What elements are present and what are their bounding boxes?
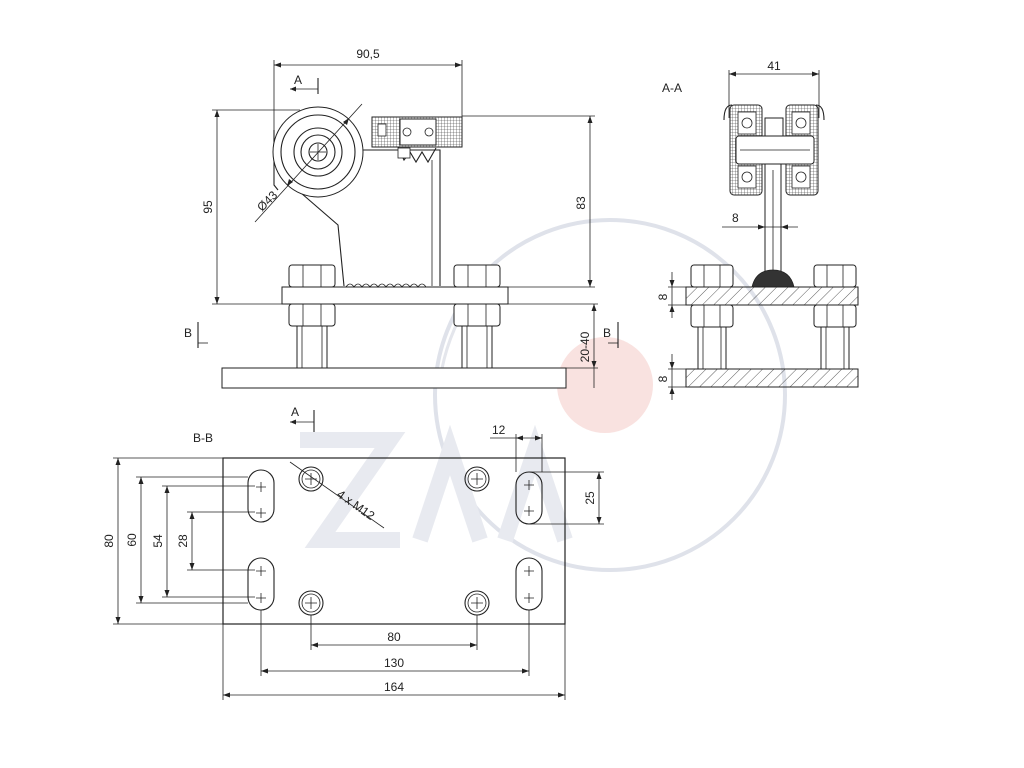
slot-right-bottom — [515, 557, 543, 611]
dim-aa-plate-top: 8 — [656, 293, 670, 300]
aa-nut-left — [690, 264, 734, 370]
watermark — [300, 218, 787, 572]
bolt-hole — [464, 590, 490, 616]
watermark-dot — [557, 337, 653, 433]
aa-nut-right — [813, 264, 857, 370]
bolt-hole — [464, 466, 490, 492]
section-mark-a-plan: A — [290, 405, 315, 432]
aa-top-plate — [685, 286, 859, 306]
aa-bottom-plate — [685, 368, 859, 388]
dim-aa-width: 41 — [767, 59, 781, 73]
dim-height-total: 95 — [201, 200, 215, 214]
bottom-plate — [221, 367, 567, 389]
section-mark-a-top: A — [290, 73, 319, 94]
dim-slot-width: 12 — [492, 423, 506, 437]
guide-bearing — [371, 116, 463, 164]
top-plate — [281, 286, 509, 305]
slot-left-bottom — [247, 557, 275, 611]
slot-left-top — [247, 469, 275, 523]
svg-text:A: A — [294, 73, 302, 87]
bolt-hole — [298, 590, 324, 616]
nut-left — [288, 264, 336, 369]
dim-w164: 164 — [384, 680, 404, 694]
roller-wheel: Ø43 — [254, 103, 364, 223]
weld-seam — [345, 283, 427, 288]
section-aa-title: A-A — [662, 81, 682, 95]
dim-aa-web: 8 — [732, 211, 739, 225]
dim-h54: 54 — [151, 534, 165, 548]
section-mark-b-left: B — [184, 322, 208, 348]
section-aa: A-A 41 8 — [656, 59, 859, 400]
dim-aa-plate-bottom: 8 — [656, 375, 670, 382]
dim-width-top: 90,5 — [356, 47, 380, 61]
dim-height-roller: 83 — [574, 196, 588, 210]
bolt-hole — [298, 466, 324, 492]
dim-diameter: Ø43 — [254, 188, 280, 214]
dim-h28: 28 — [176, 534, 190, 548]
svg-text:A: A — [291, 405, 299, 419]
dim-slot-length: 25 — [583, 491, 597, 505]
dim-h80: 80 — [102, 534, 116, 548]
side-view: 90,5 A 95 83 — [184, 47, 619, 389]
section-mark-b-right: B — [603, 322, 619, 348]
nut-right — [453, 264, 501, 369]
svg-text:B: B — [603, 326, 611, 340]
plan-plate — [222, 457, 566, 625]
watermark-ring — [433, 218, 787, 572]
svg-text:B: B — [184, 326, 192, 340]
watermark-letter — [300, 432, 406, 548]
dim-w80: 80 — [387, 630, 401, 644]
dim-w130: 130 — [384, 656, 404, 670]
dim-gap: 20-40 — [578, 331, 592, 362]
watermark-letter — [412, 424, 488, 543]
watermark-letter — [497, 424, 573, 543]
plan-view-title: B-B — [193, 431, 213, 445]
dim-h60: 60 — [125, 533, 139, 547]
